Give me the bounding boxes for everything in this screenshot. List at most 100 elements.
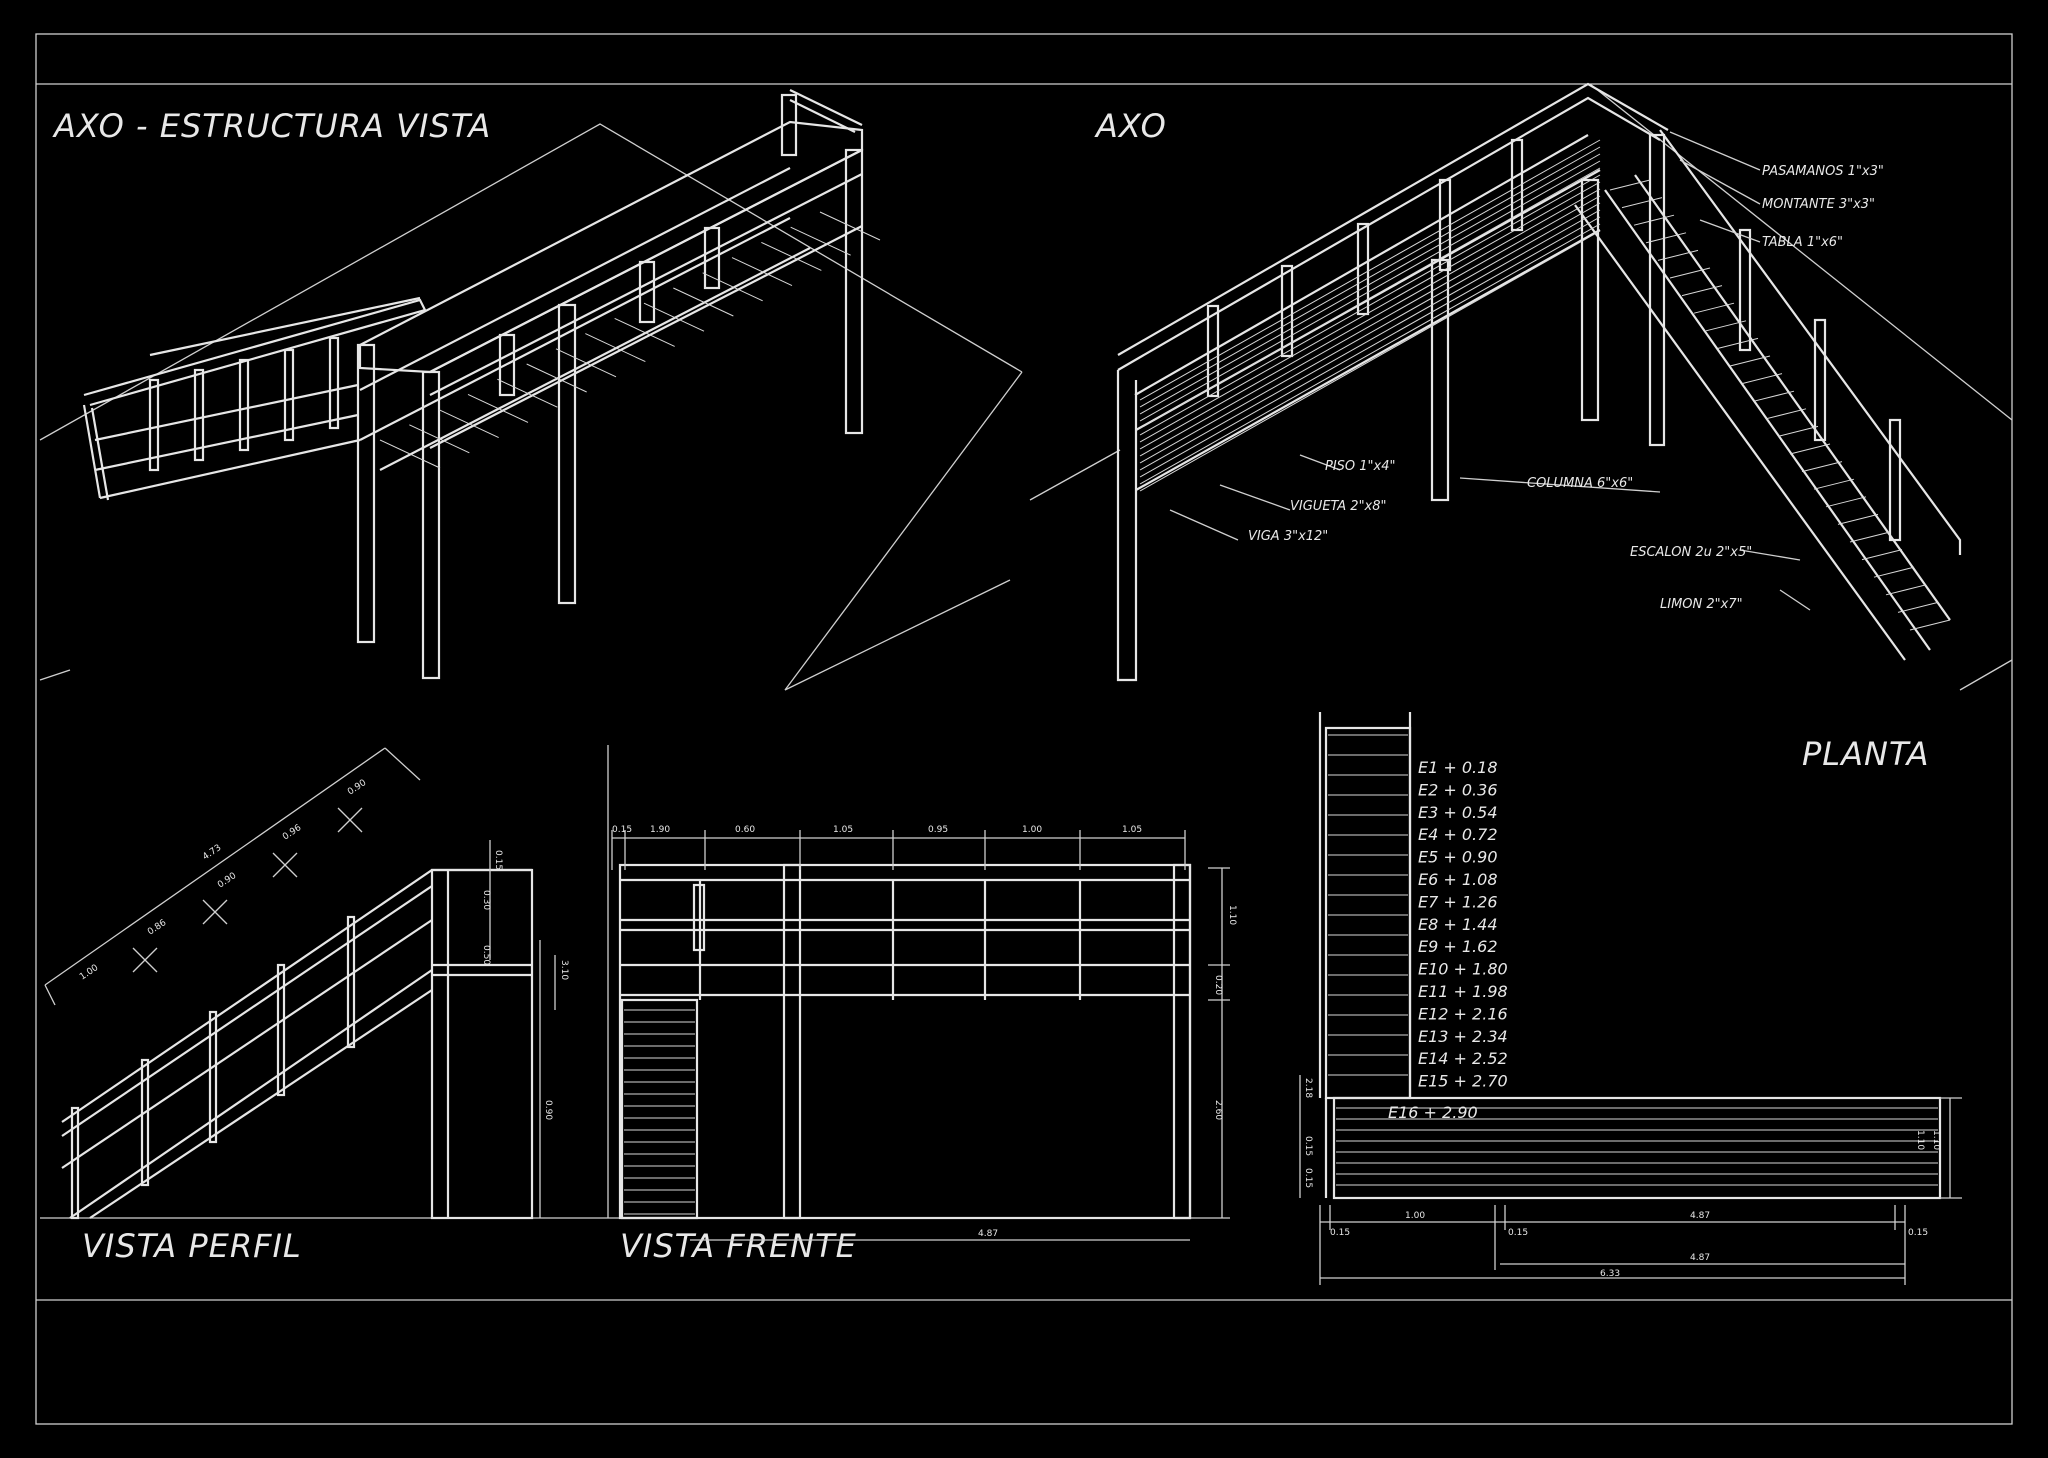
floor-board: [1139, 188, 1601, 450]
stair-tread: [1645, 232, 1687, 244]
stair-tread: [1825, 496, 1867, 508]
stair-tread: [1861, 549, 1903, 561]
dimension-tick: [337, 807, 363, 833]
stair-tread: [1777, 425, 1819, 437]
stair-tread: [1633, 214, 1675, 226]
stair-tread: [1837, 513, 1879, 525]
axo-structure-title: AXO - ESTRUCTURA VISTA: [52, 107, 491, 145]
front-dim-top-4: 0.95: [928, 825, 948, 835]
deck-joist: [555, 348, 617, 378]
side-dim-v4: 3.10: [559, 960, 569, 980]
plan-dim-r1: 1.10: [1931, 1130, 1941, 1150]
plan-dim-b3: 4.87: [1690, 1211, 1710, 1221]
stair-level-12: E12 + 2.16: [1418, 1004, 1508, 1023]
stair-tread: [1705, 320, 1747, 332]
sheet-frame: [35, 33, 2013, 1425]
stair-level-6: E6 + 1.08: [1418, 870, 1498, 889]
deck-joist: [585, 333, 646, 363]
side-view-title: VISTA PERFIL: [82, 1227, 302, 1265]
stair-tread: [1885, 584, 1927, 596]
side-dim-v5: 0.90: [543, 1100, 553, 1120]
side-dim-e: 0.90: [346, 778, 368, 798]
stair-level-15: E15 + 2.70: [1418, 1072, 1508, 1091]
plan-dim-l1: 0.15: [1303, 1136, 1313, 1156]
stair-tread: [1729, 355, 1771, 367]
side-dim-b: 0.86: [146, 918, 168, 938]
deck-joist: [673, 287, 734, 317]
side-dim-total: 4.73: [201, 843, 223, 863]
stair-level-11: E11 + 1.98: [1418, 982, 1508, 1001]
deck-joist: [614, 317, 675, 347]
side-dim-a: 1.00: [78, 963, 100, 983]
deck-joist: [379, 439, 441, 469]
plan-dim-l0: 2.18: [1303, 1078, 1313, 1098]
stair-level-4: E4 + 0.72: [1418, 825, 1498, 844]
plan-dim-b2: 0.15: [1508, 1228, 1528, 1238]
plan-dim-r0: 1.10: [1915, 1130, 1925, 1150]
axo-structure-view: AXO - ESTRUCTURA VISTA: [39, 89, 1023, 691]
side-dim-v3: 0.50: [481, 945, 491, 965]
deck-joist: [790, 226, 851, 256]
side-dim-d: 0.96: [281, 823, 303, 843]
floor-board: [1139, 230, 1601, 492]
deck-joist: [761, 241, 822, 271]
label-columna: COLUMNA 6"x6": [1527, 476, 1633, 491]
plan-dim-total: 6.33: [1600, 1269, 1620, 1279]
stair-tread: [1621, 197, 1663, 209]
floor-board: [1139, 160, 1601, 422]
floor-board: [1139, 174, 1601, 436]
stair-level-16: E16 + 2.90: [1388, 1103, 1478, 1122]
floor-board: [1139, 146, 1601, 408]
stair-level-5: E5 + 0.90: [1418, 848, 1498, 867]
front-view-title: VISTA FRENTE: [620, 1227, 857, 1265]
deck-joist: [643, 302, 705, 332]
deck-joist: [438, 409, 499, 439]
front-dim-top-0: 0.15: [612, 825, 632, 835]
front-dim-bottom: 4.87: [978, 1229, 998, 1239]
front-dim-right-2: 2.60: [1213, 1100, 1223, 1120]
front-dim-top-1: 1.90: [650, 825, 670, 835]
plan-dim-b0: 0.15: [1330, 1228, 1350, 1238]
label-limon: LIMON 2"x7": [1660, 597, 1743, 612]
front-view: VISTA FRENTE: [600, 745, 1237, 1265]
floor-board: [1139, 181, 1601, 443]
floor-board: [1139, 202, 1601, 464]
deck-joist: [409, 424, 470, 454]
deck-joist: [467, 393, 529, 423]
stair-level-10: E10 + 1.80: [1418, 960, 1508, 979]
plan-title: PLANTA: [1802, 735, 1929, 773]
stair-tread: [1897, 601, 1939, 613]
label-montante: MONTANTE 3"x3": [1762, 197, 1875, 212]
floor-board: [1139, 223, 1601, 485]
deck-joist: [497, 378, 558, 408]
stair-level-9: E9 + 1.62: [1418, 937, 1498, 956]
front-dim-top-3: 1.05: [833, 825, 853, 835]
label-pasamanos: PASAMANOS 1"x3": [1762, 164, 1884, 179]
floor-board: [1139, 216, 1601, 478]
label-vigueta: VIGUETA 2"x8": [1290, 499, 1387, 514]
stair-level-14: E14 + 2.52: [1418, 1049, 1508, 1068]
floor-board: [1139, 209, 1601, 471]
deck-joist: [819, 211, 881, 241]
front-dim-top-5: 1.00: [1022, 825, 1042, 835]
side-dim-v2: 0.30: [481, 890, 491, 910]
axo-title: AXO: [1094, 107, 1167, 145]
stair-level-1: E1 + 0.18: [1418, 758, 1498, 777]
deck-joist: [731, 257, 793, 287]
stair-tread: [1765, 408, 1807, 420]
axo-view: AXO: [784, 82, 2013, 691]
side-dim-c: 0.90: [216, 871, 238, 891]
floor-board: [1139, 167, 1601, 429]
dimension-tick: [132, 947, 158, 973]
plan-dim-l2: 0.15: [1303, 1168, 1313, 1188]
label-piso: PISO 1"x4": [1325, 459, 1395, 474]
floor-board: [1139, 195, 1601, 457]
stair-tread: [1609, 179, 1651, 191]
stair-level-2: E2 + 0.36: [1418, 780, 1498, 799]
stair-tread: [1789, 443, 1831, 455]
stair-tread: [1717, 337, 1759, 349]
stair-tread: [1801, 461, 1843, 473]
